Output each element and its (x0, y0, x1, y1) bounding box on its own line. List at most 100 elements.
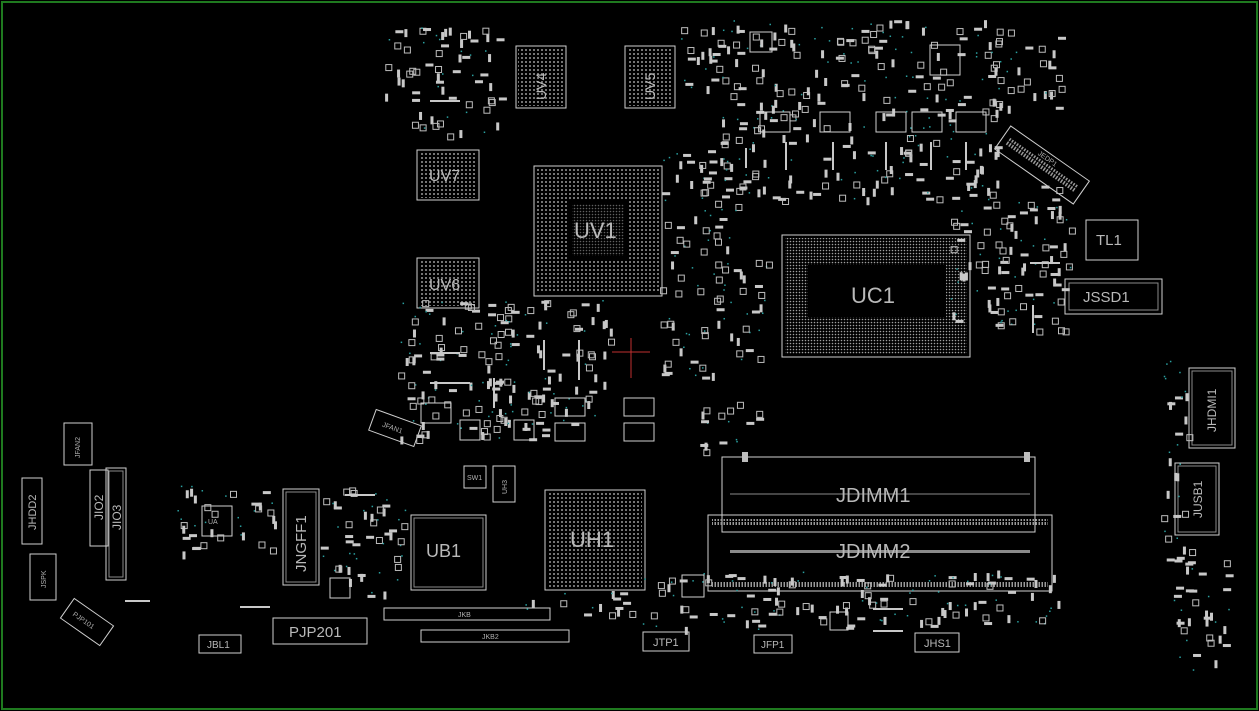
ua-chip[interactable]: UA (201, 505, 233, 537)
passive-part (935, 94, 939, 103)
passive-part (1055, 74, 1063, 82)
passive-part (809, 191, 813, 200)
pjp201-connector[interactable]: PJP201 (272, 617, 368, 645)
passive-part (679, 579, 688, 583)
passive-part (1180, 627, 1188, 635)
passive-part (402, 302, 405, 305)
passive-part (735, 209, 737, 212)
passive-part (745, 349, 754, 353)
passive-part (836, 605, 840, 614)
uh3-chip[interactable]: UH3 (492, 465, 516, 503)
passive-part (547, 376, 551, 385)
jfp1-connector[interactable]: JFP1 (753, 634, 793, 654)
passive-part (668, 317, 671, 320)
passive-part (976, 290, 979, 292)
passive-part (746, 421, 755, 425)
trace-bar (125, 600, 150, 602)
passive-part (765, 261, 773, 269)
jhs1-connector[interactable]: JHS1 (914, 632, 960, 653)
passive-part (1061, 288, 1070, 292)
jkb2-connector[interactable]: JKB2 (420, 629, 570, 643)
sw1-switch[interactable]: SW1 (463, 465, 487, 489)
jfan1-connector[interactable]: JFAN1 (368, 408, 422, 448)
passive-part (347, 566, 351, 575)
jdimm1-slot[interactable]: JDIMM1 (721, 452, 1036, 533)
passive-part (460, 346, 468, 354)
uv7-chip[interactable]: UV7 (416, 149, 480, 201)
passive-part (462, 409, 470, 417)
passive-part (684, 245, 686, 248)
tl1-component[interactable]: TL1 (1085, 219, 1139, 261)
jedp1-connector[interactable]: JEDP1 (993, 125, 1091, 205)
uh1-pch[interactable]: UH1 (544, 489, 646, 591)
passive-part (900, 147, 904, 156)
passive-part (821, 26, 823, 29)
jssd1-connector[interactable]: JSSD1 (1064, 278, 1163, 315)
passive-part (843, 53, 845, 55)
passive-part (914, 135, 917, 137)
passive-part (419, 306, 421, 309)
passive-part (792, 110, 800, 118)
passive-part (784, 24, 788, 33)
passive-part (192, 547, 201, 551)
passive-part (977, 34, 979, 37)
jio3-connector[interactable]: JIO3 (105, 467, 127, 581)
passive-part (774, 99, 778, 108)
passive-part (922, 191, 931, 195)
trace-bar (965, 142, 967, 170)
jspk-connector[interactable]: JSPK (29, 553, 57, 601)
passive-part (879, 619, 882, 621)
passive-part (917, 61, 925, 69)
jdimm2-slot[interactable]: JDIMM2 (707, 514, 1053, 592)
crosshair-marker (612, 338, 650, 378)
uv6-chip[interactable]: UV6 (416, 257, 480, 309)
passive-part (1007, 87, 1015, 95)
passive-part (679, 348, 683, 357)
jtp1-connector[interactable]: JTP1 (642, 631, 690, 652)
passive-part (880, 600, 888, 608)
jfan2-label: JFAN2 (75, 437, 82, 458)
passive-part (397, 69, 401, 78)
passive-part (788, 141, 797, 145)
jbl1-connector[interactable]: JBL1 (198, 634, 242, 654)
ub1-chip[interactable]: UB1 (410, 514, 487, 591)
jfan2-connector[interactable]: JFAN2 (63, 422, 93, 466)
passive-part (1039, 617, 1047, 625)
passive-part (994, 146, 1003, 150)
passive-part (839, 576, 848, 580)
passive-part (483, 131, 486, 134)
passive-part (512, 384, 516, 393)
jhdmi1-connector[interactable]: JHDMI1 (1188, 367, 1236, 449)
pjp101-connector[interactable]: PJP101 (59, 597, 115, 647)
jhdd2-connector[interactable]: JHDD2 (21, 477, 43, 545)
uv4-chip[interactable]: UV4 (515, 45, 567, 109)
passive-part (434, 389, 437, 391)
uc1-cpu[interactable]: UC1 (781, 234, 971, 358)
passive-part (1166, 490, 1170, 499)
uv1-gpu[interactable]: UV1 (533, 165, 663, 297)
jkb-connector[interactable]: JKB (383, 607, 551, 621)
jngff1-connector[interactable]: JNGFF1 (282, 488, 320, 586)
passive-part (793, 51, 801, 59)
passive-part (1169, 401, 1173, 410)
passive-part (709, 612, 718, 616)
passive-part (409, 67, 417, 75)
passive-part (509, 395, 513, 404)
passive-part (414, 384, 417, 386)
jusb1-connector[interactable]: JUSB1 (1174, 462, 1220, 536)
passive-part (272, 515, 276, 524)
passive-part (492, 387, 501, 391)
passive-part (690, 86, 693, 89)
passive-part (870, 30, 878, 38)
passive-part (1193, 653, 1202, 657)
passive-part (478, 400, 480, 402)
passive-part (950, 246, 958, 254)
passive-part (727, 420, 730, 423)
passive-part (668, 156, 671, 159)
passive-part (1058, 205, 1062, 214)
jio2-connector[interactable]: JIO2 (89, 469, 109, 547)
passive-part (975, 261, 983, 269)
uv5-chip[interactable]: UV5 (624, 45, 676, 109)
passive-part (469, 54, 472, 56)
passive-part (796, 190, 805, 194)
